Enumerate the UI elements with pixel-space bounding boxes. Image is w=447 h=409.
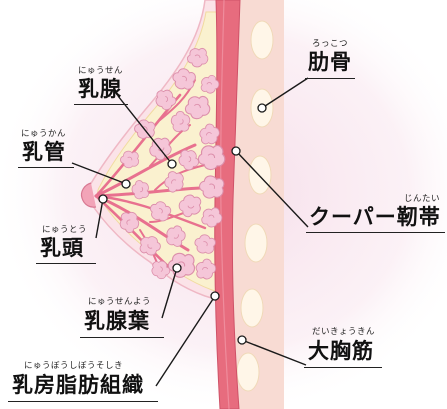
mammary-lobe-underline bbox=[80, 337, 164, 338]
mammary-gland-label: 乳腺 bbox=[78, 77, 122, 101]
breast-adipose-label: 乳房脂肪組織 bbox=[12, 373, 144, 397]
pectoralis-major-underline bbox=[304, 367, 382, 368]
rib-bone bbox=[244, 223, 268, 263]
leader-dot-pectoralis-major bbox=[237, 335, 247, 345]
nipple-shape bbox=[80, 182, 97, 208]
mammary-gland-reading: にゅうせん bbox=[78, 66, 124, 76]
leader-lactiferous-duct bbox=[71, 162, 125, 184]
rib-bone bbox=[240, 288, 264, 328]
leader-dot-rib bbox=[257, 103, 267, 113]
leader-dot-coopers-ligament bbox=[231, 146, 241, 156]
mammary-lobe-label: 乳腺葉 bbox=[84, 309, 150, 333]
rib-underline bbox=[305, 78, 355, 79]
rib-bone bbox=[250, 20, 274, 60]
mammary-lobe-reading: にゅうせんよう bbox=[88, 297, 152, 307]
breast-adipose-underline bbox=[8, 401, 158, 402]
rib-bones bbox=[236, 20, 274, 392]
pectoralis-major-reading: だいきょうきん bbox=[312, 327, 376, 337]
leader-dot-nipple bbox=[98, 194, 108, 204]
leader-dots bbox=[98, 103, 267, 345]
rib-bone bbox=[236, 352, 260, 392]
breast-adipose-reading: にゅうぼうしぼうそしき bbox=[24, 361, 124, 371]
rib-bone bbox=[248, 155, 272, 195]
nipple-underline bbox=[36, 263, 96, 264]
lactiferous-duct-underline bbox=[18, 167, 74, 168]
leader-pectoralis-major bbox=[241, 339, 307, 366]
leader-mammary-lobe bbox=[161, 267, 178, 319]
nipple-label: 乳頭 bbox=[40, 236, 84, 260]
leader-breast-adipose bbox=[155, 295, 216, 387]
leader-nipple bbox=[95, 198, 104, 239]
lactiferous-duct-label: 乳管 bbox=[22, 140, 66, 164]
leader-dot-mammary-gland bbox=[167, 159, 177, 169]
leader-dot-breast-adipose bbox=[210, 291, 220, 301]
rib-reading: ろっこつ bbox=[312, 39, 349, 49]
leader-coopers-ligament bbox=[235, 150, 309, 228]
coopers-ligament-underline bbox=[306, 232, 445, 233]
rib-label: 肋骨 bbox=[308, 50, 352, 74]
leader-dot-lactiferous-duct bbox=[121, 179, 131, 189]
pectoralis-major-label: 大胸筋 bbox=[308, 339, 374, 363]
coopers-ligament-reading: じんたい bbox=[404, 194, 441, 204]
leader-lines bbox=[71, 77, 309, 387]
nipple-reading: にゅうとう bbox=[42, 225, 88, 235]
mammary-gland-underline bbox=[74, 104, 128, 105]
lactiferous-duct-reading: にゅうかん bbox=[21, 129, 67, 139]
leader-rib bbox=[261, 77, 309, 109]
leader-dot-mammary-lobe bbox=[172, 263, 182, 273]
coopers-ligament-label: クーパー靭帯 bbox=[309, 205, 441, 229]
leader-mammary-gland bbox=[117, 95, 173, 165]
